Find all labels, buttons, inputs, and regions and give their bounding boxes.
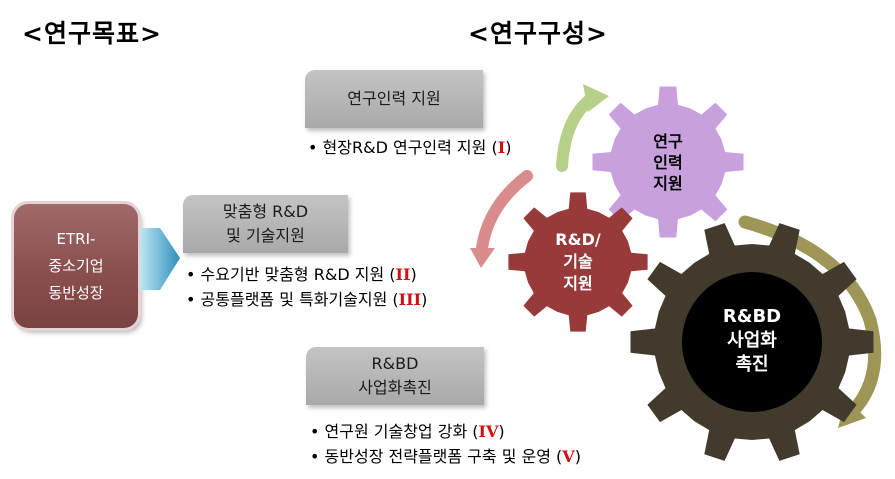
gear-hub [682, 272, 822, 412]
gear-label: 인력 [653, 153, 682, 172]
bullet-item: 공통플랫폼 및 특화기술지원 (III) [186, 287, 428, 312]
pink-curved-arrow [476, 170, 533, 254]
goal-box: ETRI- 중소기업 동반성장 [14, 204, 138, 328]
gear-label: R&D/ [555, 230, 601, 249]
section-bullets-1: 현장R&D 연구인력 지원 (I) [308, 135, 512, 160]
rbd-commercialization-gear [630, 223, 874, 461]
section-tag-label: 및 기술지원 [226, 226, 305, 245]
goal-line-2: 중소기업 [48, 256, 104, 275]
gear-body [508, 192, 648, 332]
goal-line-1: ETRI- [56, 229, 96, 248]
gear-label: 기술 [563, 252, 593, 271]
section-tag-custom-rnd: 맞춤형 R&D 및 기술지원 [183, 195, 348, 253]
gear-label: 연구 [653, 132, 683, 151]
pink-arrowhead [470, 248, 495, 268]
gear-body [592, 86, 744, 238]
gear-label: 사업화 [727, 330, 777, 351]
gear-label: 지원 [653, 174, 682, 193]
gear-label: R&BD [723, 306, 781, 327]
goal-heading: <연구목표> [22, 19, 162, 48]
green-arrowhead [583, 84, 609, 112]
section-tag-rbd: R&BD 사업화촉진 [306, 347, 484, 405]
section-tag-label: 맞춤형 R&D [222, 202, 309, 221]
gear-label: 지원 [563, 274, 592, 293]
structure-heading: <연구구성> [468, 19, 608, 48]
section-tag-label: 사업화촉진 [358, 378, 432, 397]
section-tag-label: R&BD [371, 354, 419, 373]
section-bullets-2: 수요기반 맞춤형 R&D 지원 (II) 공통플랫폼 및 특화기술지원 (III… [186, 262, 428, 312]
bullet-item: 연구원 기술창업 강화 (IV) [310, 419, 581, 444]
section-tag-research-personnel: 연구인력 지원 [305, 70, 483, 128]
section-bullets-3: 연구원 기술창업 강화 (IV) 동반성장 전략플랫폼 구축 및 운영 (V) [310, 419, 581, 469]
bullet-item: 수요기반 맞춤형 R&D 지원 (II) [186, 262, 427, 287]
rnd-support-gear [508, 192, 648, 332]
research-personnel-gear [592, 86, 744, 238]
bullet-item: 현장R&D 연구인력 지원 (I) [308, 135, 512, 160]
goal-line-3: 동반성장 [48, 283, 104, 302]
gear-label: 촉진 [735, 354, 768, 375]
bullet-item: 동반성장 전략플랫폼 구축 및 운영 (V) [310, 444, 581, 469]
goal-arrow [140, 228, 180, 290]
section-tag-label: 연구인력 지원 [347, 89, 441, 108]
